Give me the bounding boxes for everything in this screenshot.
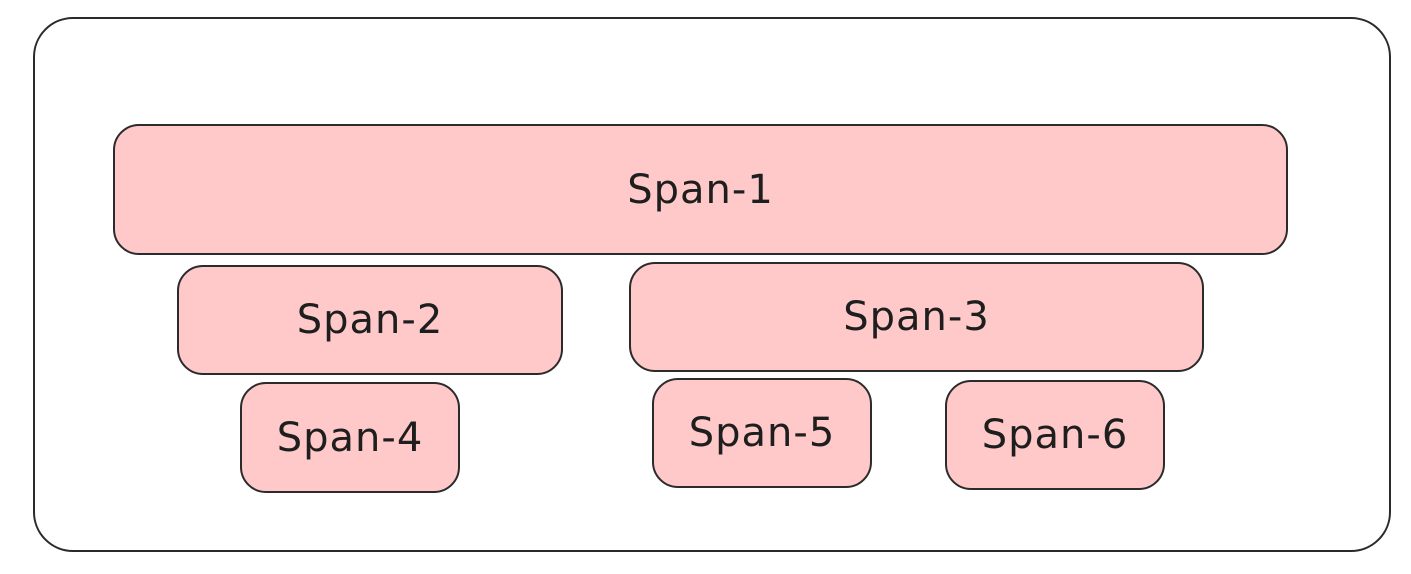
span-6-box: Span-6 xyxy=(945,380,1165,490)
span-3-box: Span-3 xyxy=(629,262,1204,372)
span-2-label: Span-2 xyxy=(296,297,444,343)
span-2-box: Span-2 xyxy=(177,265,563,375)
span-1-box: Span-1 xyxy=(113,124,1288,255)
span-4-box: Span-4 xyxy=(240,382,460,493)
span-1-label: Span-1 xyxy=(627,166,774,213)
span-5-label: Span-5 xyxy=(688,410,836,456)
span-3-label: Span-3 xyxy=(843,294,990,340)
span-4-label: Span-4 xyxy=(276,414,424,461)
span-6-label: Span-6 xyxy=(981,412,1129,458)
span-5-box: Span-5 xyxy=(652,378,872,488)
